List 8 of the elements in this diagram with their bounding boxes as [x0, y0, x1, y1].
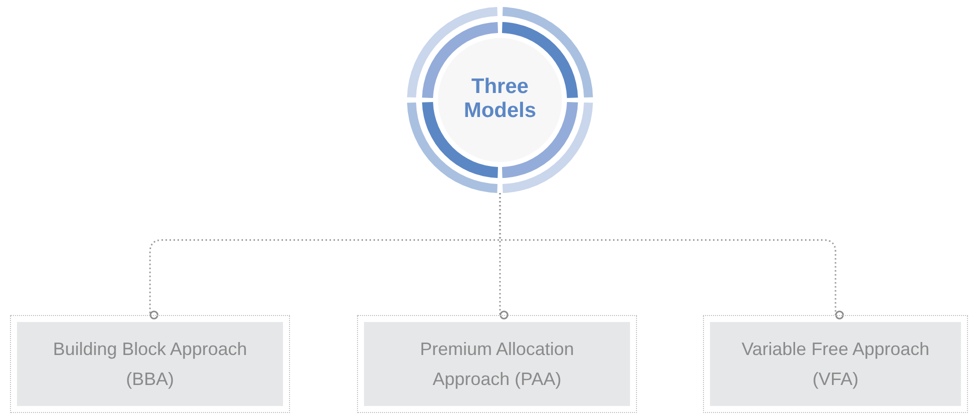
- connector: [499, 193, 844, 320]
- dotted-frame: [10, 315, 290, 413]
- dotted-frame: [357, 315, 637, 413]
- box-label: Variable Free Approach (VFA): [740, 338, 930, 391]
- box-label: Premium Allocation Approach (PAA): [418, 338, 576, 391]
- hub-title: Three Models: [462, 75, 538, 123]
- dotted-frame: [703, 315, 968, 413]
- box-label: Building Block Approach (BBA): [52, 338, 248, 391]
